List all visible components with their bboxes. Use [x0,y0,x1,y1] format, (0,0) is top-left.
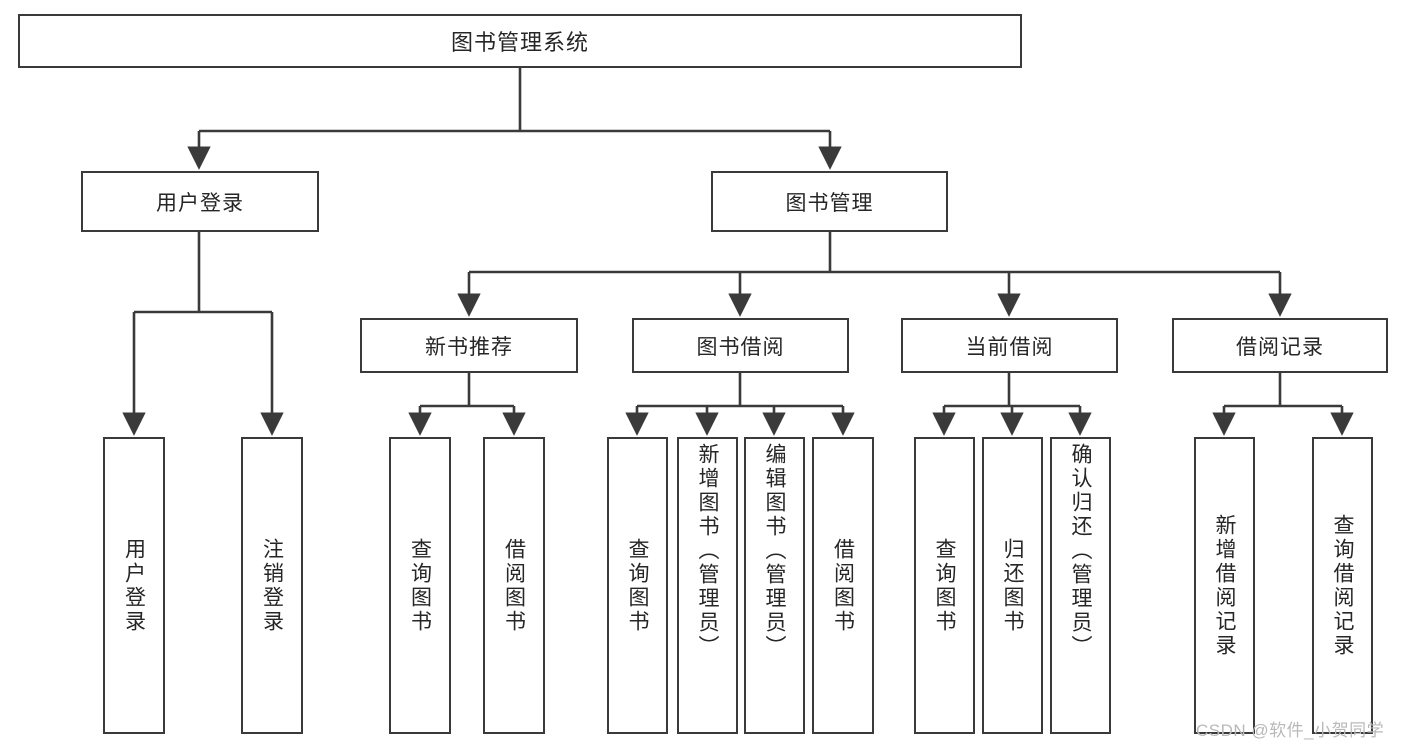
node-leaf-logout-login[interactable]: 注销登录 [241,437,303,734]
node-new-book-recommend[interactable]: 新书推荐 [360,318,578,373]
node-leaf-add-book-admin[interactable]: 新增图书（管理员） [677,437,738,734]
node-leaf-confirm-return-admin[interactable]: 确认归还（管理员） [1050,437,1111,734]
node-leaf-query-borrow-record[interactable]: 查询借阅记录 [1312,437,1373,734]
node-leaf-borrow-book-2[interactable]: 借阅图书 [812,437,874,734]
node-leaf-query-book-2[interactable]: 查询图书 [607,437,668,734]
node-book-borrow[interactable]: 图书借阅 [632,318,849,373]
csdn-watermark: CSDN @软件_小贺同学 [1196,721,1385,740]
node-leaf-query-book-3[interactable]: 查询图书 [914,437,975,734]
node-leaf-add-borrow-record[interactable]: 新增借阅记录 [1194,437,1255,734]
node-leaf-borrow-book-1[interactable]: 借阅图书 [483,437,545,734]
node-leaf-query-book-1[interactable]: 查询图书 [389,437,451,734]
node-user-login[interactable]: 用户登录 [81,171,319,232]
node-borrow-record[interactable]: 借阅记录 [1172,318,1388,373]
node-book-management[interactable]: 图书管理 [711,171,948,232]
node-current-borrow[interactable]: 当前借阅 [901,318,1118,373]
node-leaf-user-login[interactable]: 用户登录 [103,437,165,734]
node-leaf-return-book[interactable]: 归还图书 [982,437,1043,734]
node-root-system[interactable]: 图书管理系统 [18,14,1022,68]
node-leaf-edit-book-admin[interactable]: 编辑图书（管理员） [744,437,805,734]
